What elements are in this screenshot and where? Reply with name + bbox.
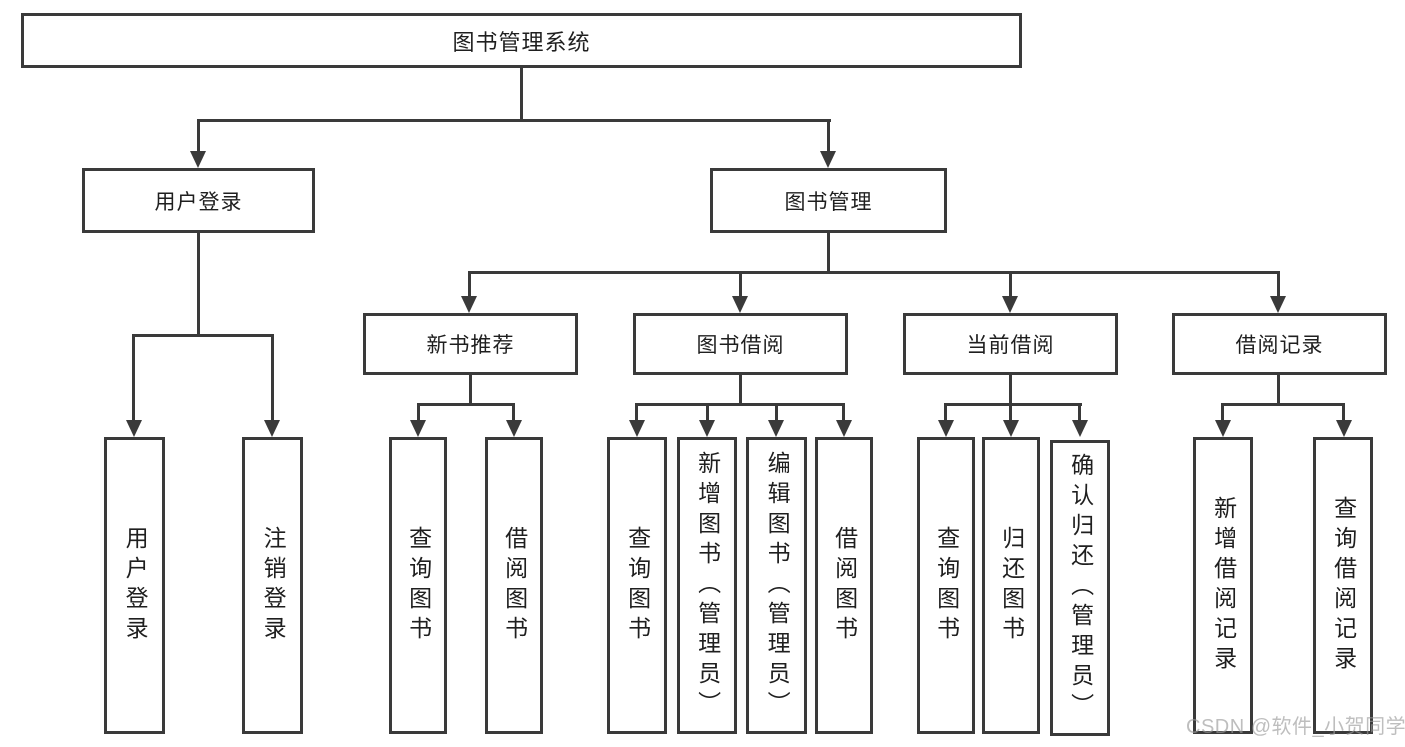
arrow-down-icon (506, 420, 522, 437)
leaf-query-borrow-record: 查询借阅记录 (1313, 437, 1373, 734)
connector-leaf-stem (1221, 403, 1224, 422)
node-book-borrow: 图书借阅 (633, 313, 848, 375)
arrow-down-icon (1003, 420, 1019, 437)
connector-to-borrow-records (1277, 271, 1280, 298)
node-current-borrow: 当前借阅 (903, 313, 1118, 375)
leaf-query-books-current-label: 查询图书 (933, 525, 960, 646)
arrow-down-icon (410, 420, 426, 437)
connector-borrow-records-stem (1277, 375, 1280, 405)
connector-book-borrow-stem (739, 375, 742, 405)
connector-to-book-borrow (739, 271, 742, 298)
arrow-down-icon (768, 420, 784, 437)
node-book-mgmt-label: 图书管理 (784, 190, 873, 214)
arrow-down-icon (1072, 420, 1088, 437)
node-user-login: 用户登录 (82, 168, 315, 233)
csdn-watermark: CSDN @软件_小贺同学 (1186, 716, 1405, 738)
leaf-query-books-borrow-label: 查询图书 (624, 525, 651, 646)
leaf-edit-books-admin: 编辑图书（管理员） (746, 437, 807, 734)
node-borrow-records: 借阅记录 (1172, 313, 1387, 375)
leaf-add-borrow-record-label: 新增借阅记录 (1210, 495, 1237, 676)
leaf-user-login: 用户登录 (104, 437, 165, 734)
arrow-down-icon (820, 151, 836, 168)
leaf-return-books-label: 归还图书 (998, 525, 1025, 646)
connector-leaf-stem (706, 403, 709, 422)
node-new-book-rec: 新书推荐 (363, 313, 578, 375)
leaf-logout: 注销登录 (242, 437, 303, 734)
node-new-book-rec-label: 新书推荐 (426, 334, 515, 357)
arrow-down-icon (732, 296, 748, 313)
connector-leaf-stem (1009, 403, 1012, 422)
leaf-logout-label: 注销登录 (260, 525, 287, 646)
arrow-down-icon (938, 420, 954, 437)
arrow-down-icon (1270, 296, 1286, 313)
leaf-borrow-books-label: 借阅图书 (831, 525, 858, 646)
arrow-down-icon (629, 420, 645, 437)
leaf-add-books-admin: 新增图书（管理员） (677, 437, 737, 734)
leaf-edit-books-admin-label: 编辑图书（管理员） (764, 450, 791, 721)
connector-user-login-stem (197, 233, 200, 336)
connector-book-mgmt-branch (468, 271, 1280, 274)
arrow-down-icon (1002, 296, 1018, 313)
connector-leaf-stem (944, 403, 947, 422)
connector-leaf-stem (842, 403, 845, 422)
connector-root-branch (197, 119, 831, 122)
connector-to-new-book-rec (468, 271, 471, 298)
connector-to-leaf-login (132, 334, 135, 422)
leaf-confirm-return-admin: 确认归还（管理员） (1050, 440, 1110, 736)
leaf-query-books-rec: 查询图书 (389, 437, 447, 734)
connector-to-book-mgmt (827, 119, 830, 152)
connector-to-leaf-logout (271, 334, 274, 422)
leaf-borrow-books-rec-label: 借阅图书 (501, 525, 528, 646)
connector-leaf-stem (1342, 403, 1345, 422)
arrow-down-icon (699, 420, 715, 437)
arrow-down-icon (1336, 420, 1352, 437)
leaf-return-books: 归还图书 (982, 437, 1040, 734)
node-user-login-label: 用户登录 (154, 190, 243, 214)
connector-book-mgmt-stem (827, 233, 830, 273)
connector-to-current-borrow (1009, 271, 1012, 298)
connector-leaf-stem (1078, 403, 1081, 422)
leaf-query-books-rec-label: 查询图书 (405, 525, 432, 646)
connector-root-stem (520, 68, 523, 120)
leaf-query-books-current: 查询图书 (917, 437, 975, 734)
arrow-down-icon (461, 296, 477, 313)
connector-to-user-login (197, 119, 200, 152)
connector-book-borrow-branch (635, 403, 845, 406)
node-library-system: 图书管理系统 (21, 13, 1022, 68)
connector-borrow-records-branch (1221, 403, 1345, 406)
node-borrow-records-label: 借阅记录 (1235, 334, 1324, 357)
node-library-system-label: 图书管理系统 (452, 29, 591, 55)
connector-leaf-stem (512, 403, 515, 422)
arrow-down-icon (1215, 420, 1231, 437)
leaf-query-borrow-record-label: 查询借阅记录 (1330, 495, 1357, 676)
connector-new-book-rec-branch (417, 403, 515, 406)
node-book-mgmt: 图书管理 (710, 168, 947, 233)
arrow-down-icon (190, 151, 206, 168)
connector-current-borrow-branch (944, 403, 1082, 406)
arrow-down-icon (264, 420, 280, 437)
arrow-down-icon (836, 420, 852, 437)
leaf-user-login-label: 用户登录 (122, 525, 149, 646)
connector-current-borrow-stem (1009, 375, 1012, 405)
connector-leaf-stem (417, 403, 420, 422)
connector-user-login-branch (132, 334, 274, 337)
leaf-borrow-books-rec: 借阅图书 (485, 437, 543, 734)
node-current-borrow-label: 当前借阅 (966, 334, 1055, 357)
leaf-confirm-return-admin-label: 确认归还（管理员） (1067, 453, 1094, 723)
node-book-borrow-label: 图书借阅 (696, 334, 785, 357)
leaf-add-books-admin-label: 新增图书（管理员） (694, 450, 721, 721)
leaf-borrow-books: 借阅图书 (815, 437, 873, 734)
connector-leaf-stem (635, 403, 638, 422)
arrow-down-icon (126, 420, 142, 437)
connector-leaf-stem (775, 403, 778, 422)
leaf-query-books-borrow: 查询图书 (607, 437, 667, 734)
connector-new-book-rec-stem (469, 375, 472, 405)
leaf-add-borrow-record: 新增借阅记录 (1193, 437, 1253, 734)
